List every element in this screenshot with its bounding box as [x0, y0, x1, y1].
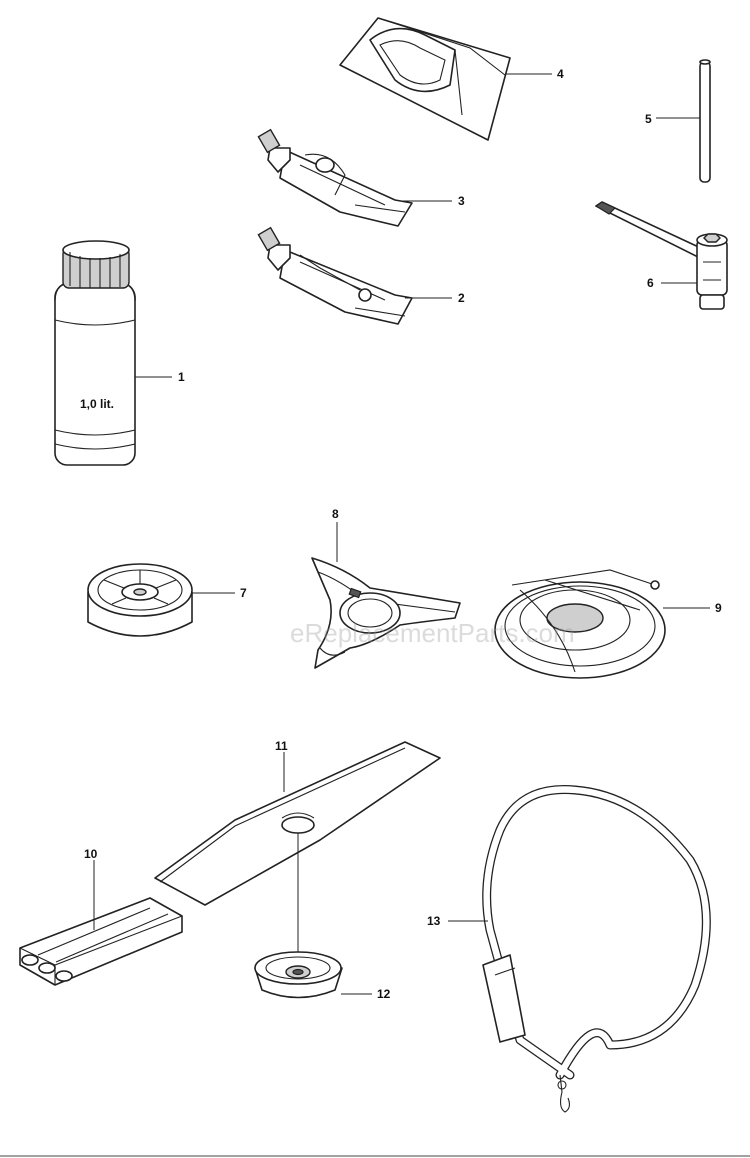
part-6-wrench[interactable] [594, 201, 728, 310]
part-2-tube[interactable] [257, 226, 413, 325]
callout-11: 11 [275, 739, 288, 753]
part-12-support-cup[interactable] [254, 833, 343, 999]
callout-8: 8 [332, 507, 339, 521]
part-1-bottle[interactable]: 1,0 lit. [54, 240, 136, 466]
callout-10: 10 [84, 847, 98, 861]
watermark: eReplacementParts.com [290, 618, 575, 648]
part-5-pin[interactable] [699, 59, 711, 183]
bottle-label: 1,0 lit. [80, 397, 114, 411]
part-11-blade[interactable] [154, 741, 441, 906]
callout-3: 3 [458, 194, 465, 208]
part-9-saw-guard[interactable] [494, 569, 666, 679]
callout-2: 2 [458, 291, 465, 305]
callout-7: 7 [240, 586, 247, 600]
part-10-blade-cover[interactable] [19, 897, 183, 986]
callout-4: 4 [557, 67, 564, 81]
part-4-bag[interactable] [339, 17, 511, 141]
part-8-blade-guard[interactable] [311, 557, 461, 669]
part-3-tube[interactable] [257, 128, 413, 227]
part-7-support-cup[interactable] [87, 563, 193, 637]
callout-9: 9 [715, 601, 722, 615]
callout-13: 13 [427, 914, 441, 928]
callout-5: 5 [645, 112, 652, 126]
callout-12: 12 [377, 987, 391, 1001]
part-13-harness-strap[interactable] [482, 785, 711, 1113]
callout-6: 6 [647, 276, 654, 290]
callout-1: 1 [178, 370, 185, 384]
